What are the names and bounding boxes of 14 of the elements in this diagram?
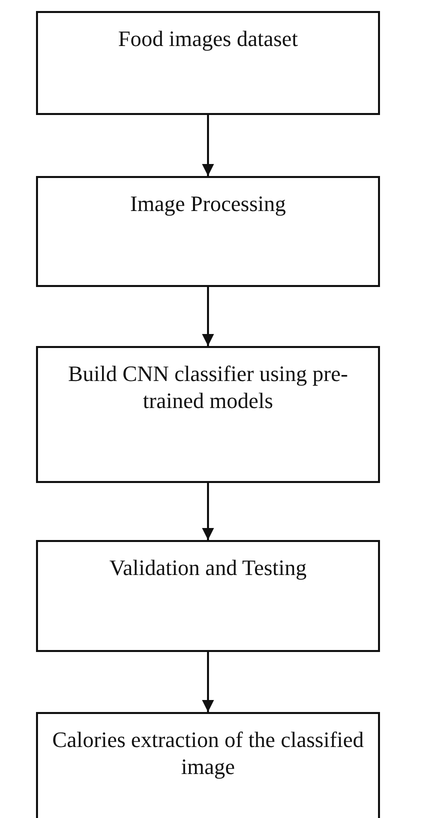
arrow <box>202 652 214 712</box>
process-box <box>36 11 380 115</box>
process-box <box>36 540 380 652</box>
process-box <box>36 176 380 287</box>
step-label: Food images dataset <box>117 25 299 52</box>
step-label: Image Processing <box>129 190 287 217</box>
arrow <box>202 483 214 540</box>
process-box <box>36 712 380 818</box>
arrow <box>202 115 214 176</box>
arrow <box>202 287 214 346</box>
process-box <box>36 346 380 483</box>
step-label: Build CNN classifier using pre-trained models <box>67 360 349 414</box>
step-label: Calories extraction of the classified image <box>51 726 365 780</box>
step-label: Validation and Testing <box>108 554 308 581</box>
